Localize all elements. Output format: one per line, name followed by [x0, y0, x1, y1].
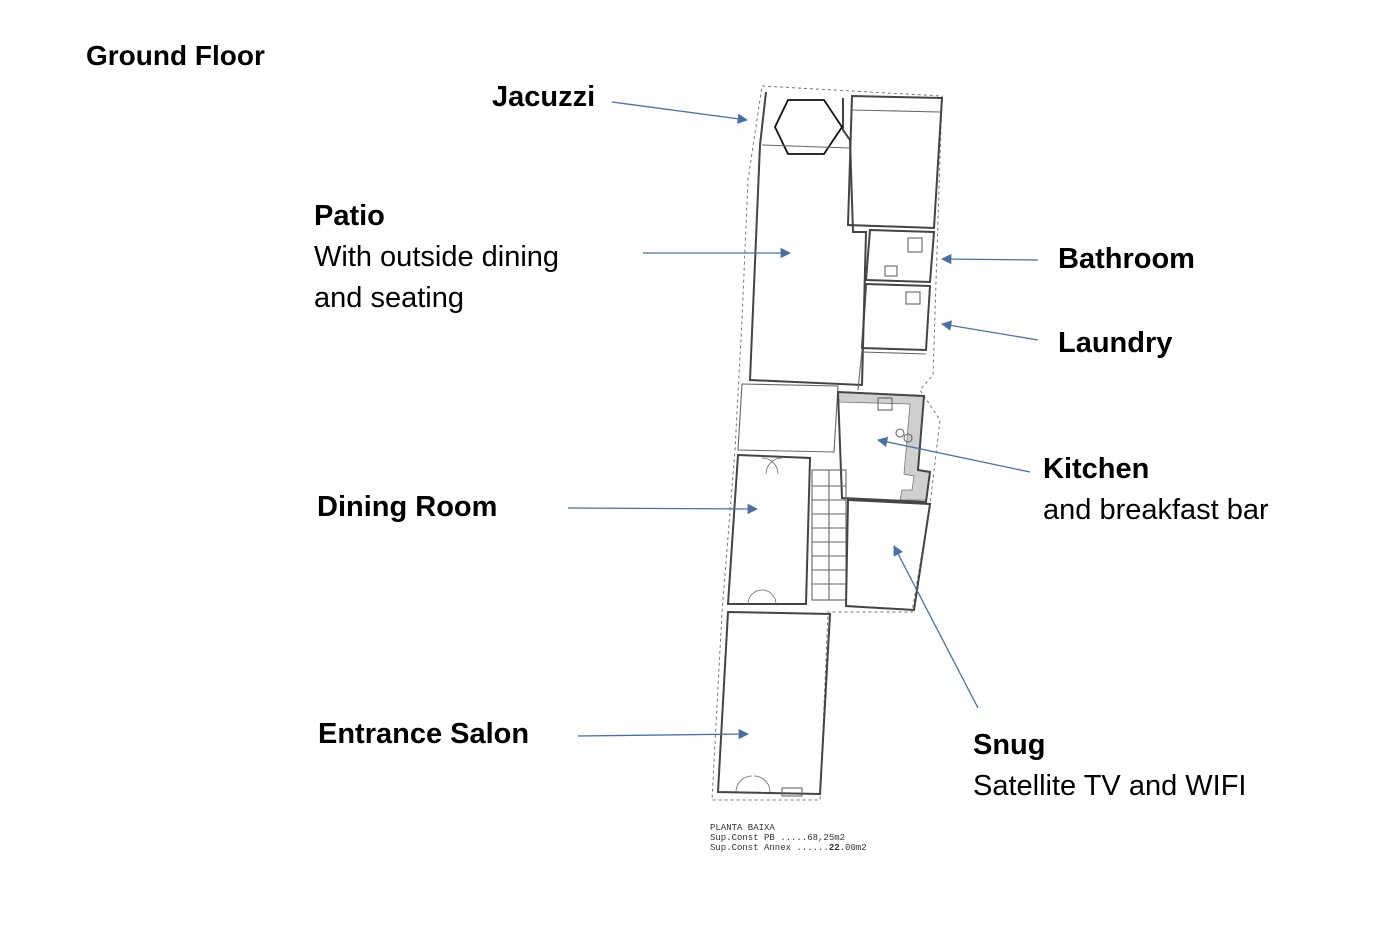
arrow-kitchen	[876, 436, 1031, 473]
entrance-door	[735, 775, 771, 793]
arrow-bathroom	[940, 253, 1039, 265]
label-kitchen: Kitchen and breakfast bar	[1043, 452, 1269, 528]
plan-caption-title: PLANTA BAIXA	[710, 823, 775, 833]
arrow-jacuzzi	[611, 101, 749, 124]
laundry-step-line	[861, 351, 927, 355]
storage-inner-line	[851, 109, 941, 113]
entrance-salon-walls	[716, 610, 832, 796]
label-patio-line1: With outside dining	[314, 240, 560, 273]
property-boundary	[711, 85, 943, 801]
jacuzzi-line	[761, 144, 851, 149]
label-laundry: Laundry	[1058, 327, 1173, 359]
jacuzzi-hexagon	[774, 99, 844, 155]
staircase	[811, 469, 847, 601]
label-kitchen-line1: and breakfast bar	[1043, 493, 1269, 526]
arrow-snug	[893, 545, 979, 709]
plan-caption-pb-label: Sup.Const PB	[710, 833, 781, 843]
label-jacuzzi: Jacuzzi	[492, 81, 596, 113]
label-snug-line1: Satellite TV and WIFI	[973, 769, 1247, 802]
label-kitchen-title: Kitchen	[1043, 453, 1150, 485]
plan-caption-annex-value: 22	[828, 843, 840, 853]
label-bathroom: Bathroom	[1058, 243, 1195, 275]
plan-caption-pb: Sup.Const PB .....68,25m2	[710, 833, 867, 843]
plan-caption-annex-dots: ......	[796, 843, 829, 853]
kitchen-hob-icon	[895, 428, 905, 438]
label-dining-room: Dining Room	[317, 491, 498, 523]
entrance-step	[781, 787, 803, 797]
plan-caption-annex: Sup.Const Annex ......22.00m2	[710, 843, 867, 853]
label-snug-title: Snug	[973, 729, 1046, 761]
arrow-entrance-salon	[577, 728, 750, 740]
plan-caption-annex-label: Sup.Const Annex	[710, 843, 797, 853]
label-entrance-salon: Entrance Salon	[318, 718, 530, 750]
kitchen-hatched-wall	[837, 391, 931, 501]
storage-room-walls	[846, 94, 944, 230]
label-patio-line2: and seating	[314, 281, 464, 314]
kitchen-walls	[836, 390, 932, 504]
label-snug: Snug Satellite TV and WIFI	[973, 728, 1246, 804]
snug-walls	[844, 498, 932, 612]
kitchen-hob-icon-2	[903, 433, 913, 443]
corridor-line	[857, 349, 863, 391]
dining-door-top	[761, 457, 783, 475]
dining-room-walls	[726, 453, 812, 605]
laundry-fixture-icon	[905, 291, 921, 305]
laundry-walls	[860, 282, 932, 352]
arrow-dining-room	[567, 503, 759, 515]
plan-caption-pb-value: .....68,25m2	[780, 833, 846, 843]
plan-caption: PLANTA BAIXA Sup.Const PB .....68,25m2 S…	[710, 823, 867, 853]
dining-door-bottom	[747, 589, 777, 605]
bathroom-walls	[864, 228, 936, 284]
plan-caption-annex-unit: .00m2	[839, 843, 867, 853]
bathroom-toilet-icon	[884, 265, 898, 277]
patio-walls	[748, 91, 868, 387]
bathroom-fixture-icon	[907, 237, 923, 253]
kitchen-sink-icon	[877, 397, 893, 411]
arrow-laundry	[940, 320, 1039, 341]
porch-walls	[737, 383, 839, 453]
page-title: Ground Floor	[86, 40, 265, 71]
label-patio: Patio With outside dining and seating	[314, 199, 559, 315]
label-patio-title: Patio	[314, 200, 385, 232]
